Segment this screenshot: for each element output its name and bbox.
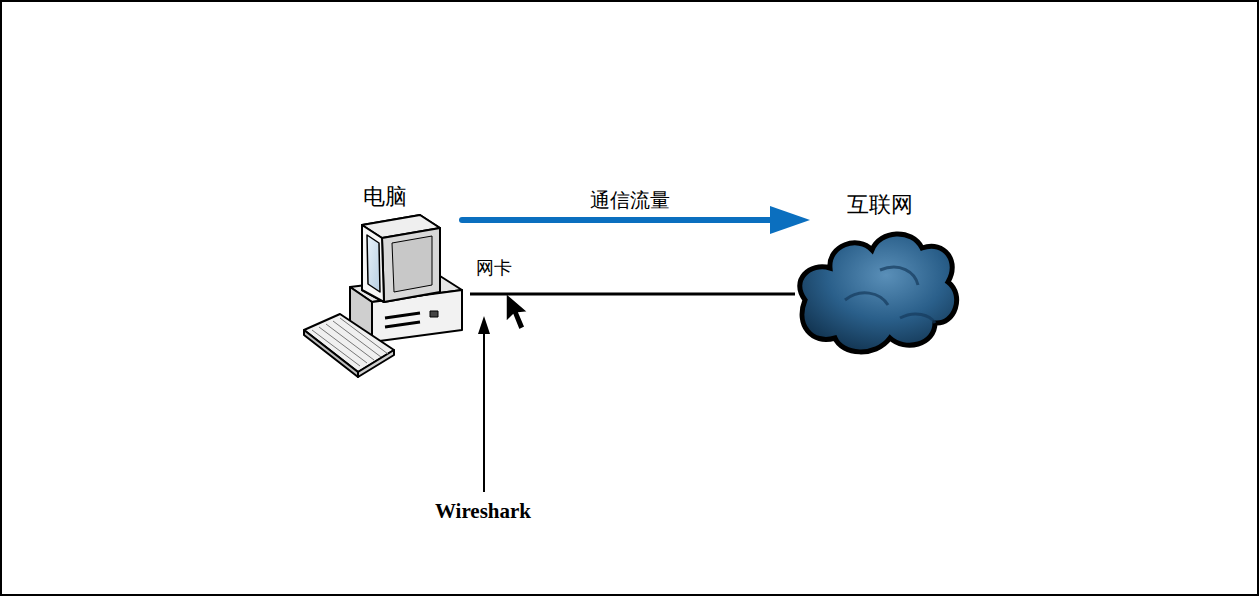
cloud-icon xyxy=(800,234,957,352)
computer-icon xyxy=(304,215,462,377)
internet-node: 互联网 xyxy=(795,188,965,360)
network-cable xyxy=(470,294,795,295)
node-title: 电脑 xyxy=(300,182,470,212)
nic-label: 网卡 xyxy=(476,256,512,280)
traffic-label: 通信流量 xyxy=(590,187,670,214)
computer-node: 电脑 xyxy=(300,180,470,375)
wireshark-pointer xyxy=(478,316,490,492)
node-title: 互联网 xyxy=(795,190,965,220)
wireshark-label: Wireshark xyxy=(435,499,531,524)
mouse-cursor xyxy=(506,293,528,330)
